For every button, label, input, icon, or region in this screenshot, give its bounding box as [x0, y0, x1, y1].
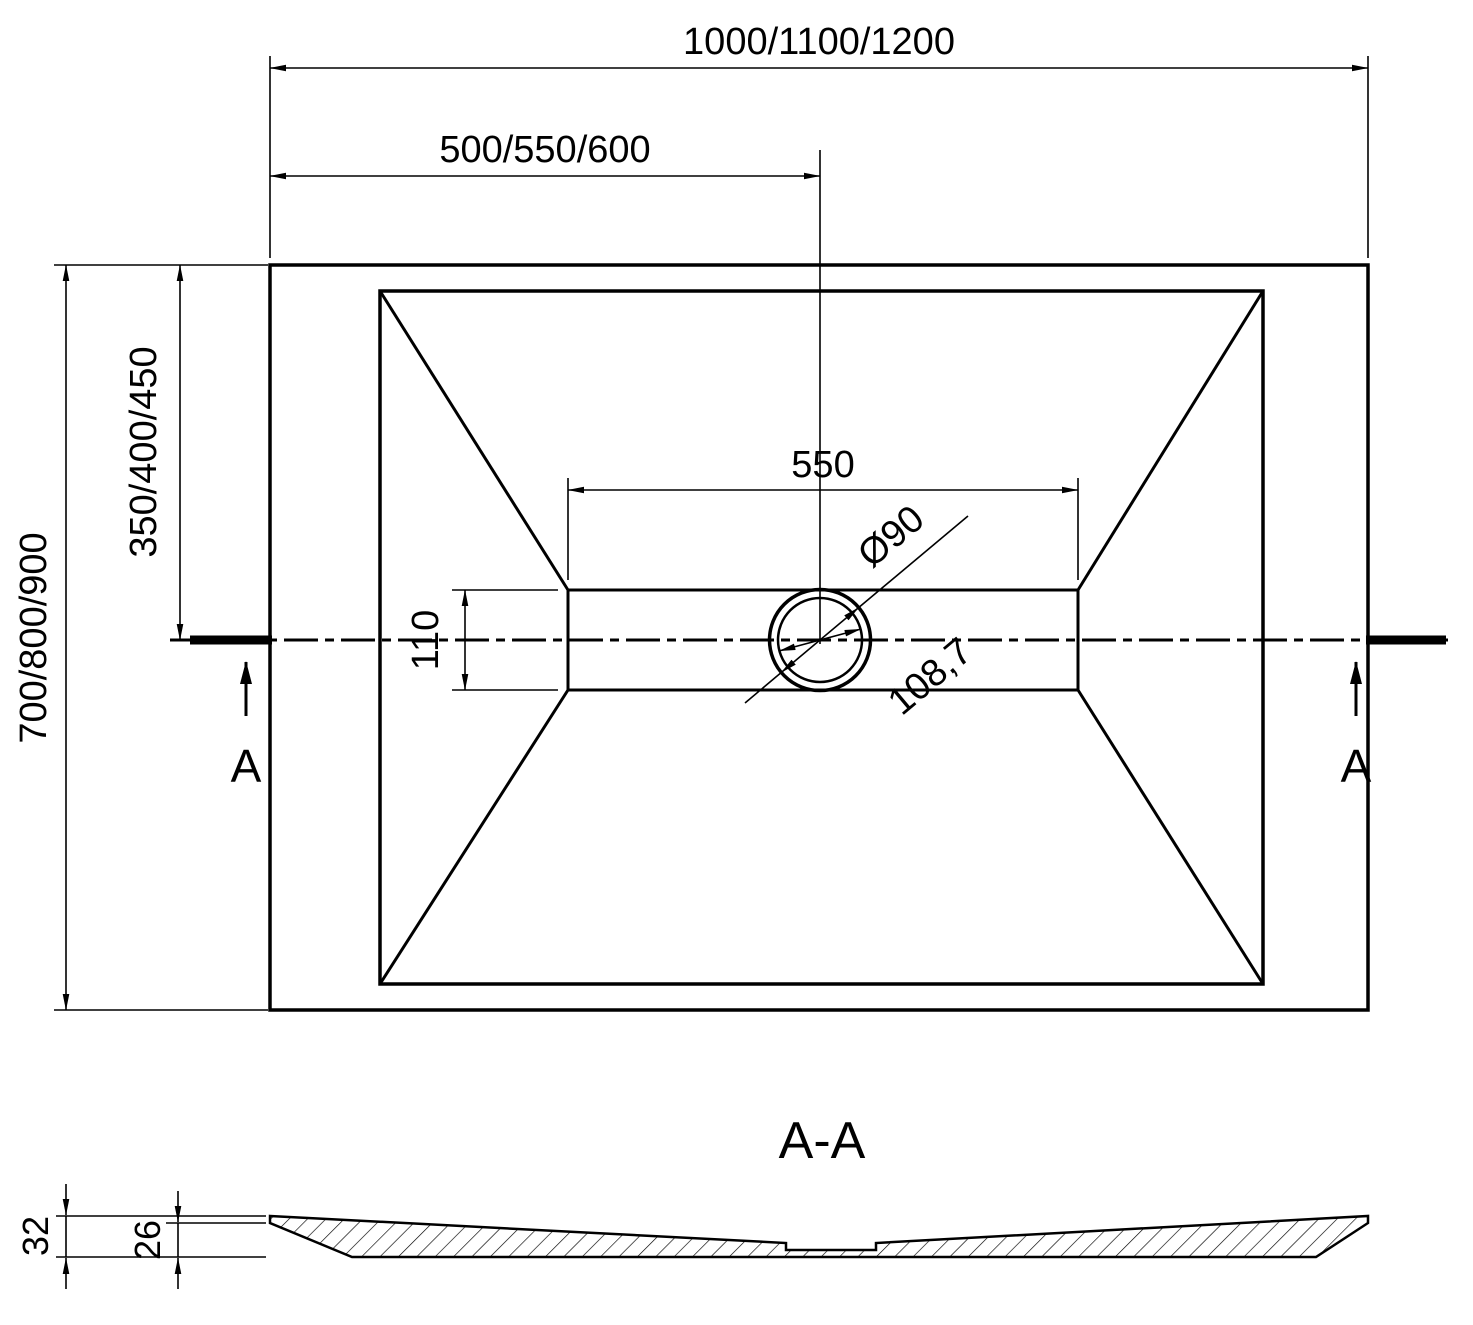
dimension-label: 110 [405, 610, 447, 671]
dim-drain-offset-y: 350/400/450 [123, 264, 184, 641]
slope-line-bottom-left [378, 689, 570, 985]
top-view: A A 1000/1100/1200 500/550/600 700/800/ [13, 21, 1448, 1012]
slope-line-bottom-right [1076, 689, 1265, 985]
dim-floor-depth: 110 [405, 589, 469, 691]
dim-floor-width: 550 [567, 444, 1079, 494]
basin-rim-edge [378, 289, 1265, 986]
dimension-label: 1000/1100/1200 [683, 21, 955, 63]
dim-edge-height: 32 [15, 1184, 70, 1289]
slope-line-top-right [1076, 290, 1265, 591]
dim-body-height: 26 [127, 1191, 182, 1289]
dimension-label: 26 [127, 1220, 168, 1260]
dimension-label: 32 [15, 1216, 56, 1256]
slope-line-top-left [378, 290, 570, 591]
section-profile [268, 1214, 1370, 1259]
dim-overall-width: 1000/1100/1200 [269, 21, 1369, 72]
dimension-label: 350/400/450 [123, 346, 165, 557]
leader-line [744, 671, 782, 704]
leader-line [858, 515, 969, 609]
section-marker-label: A [1341, 740, 1372, 792]
dimension-label: 500/550/600 [439, 129, 650, 171]
dimension-label: 700/800/900 [13, 532, 55, 743]
section-marker-label: A [231, 740, 262, 792]
section-title: A-A [779, 1112, 866, 1170]
dimension-label: 550 [791, 444, 854, 486]
dim-overall-depth: 700/800/900 [13, 264, 70, 1011]
drain-flange-arrow-line [780, 606, 860, 674]
section-arrow-right: A [1341, 661, 1372, 792]
section-arrow-left: A [231, 661, 262, 792]
section-view: A-A 32 26 [15, 1112, 1370, 1289]
dim-drain-offset-x: 500/550/600 [269, 129, 821, 180]
